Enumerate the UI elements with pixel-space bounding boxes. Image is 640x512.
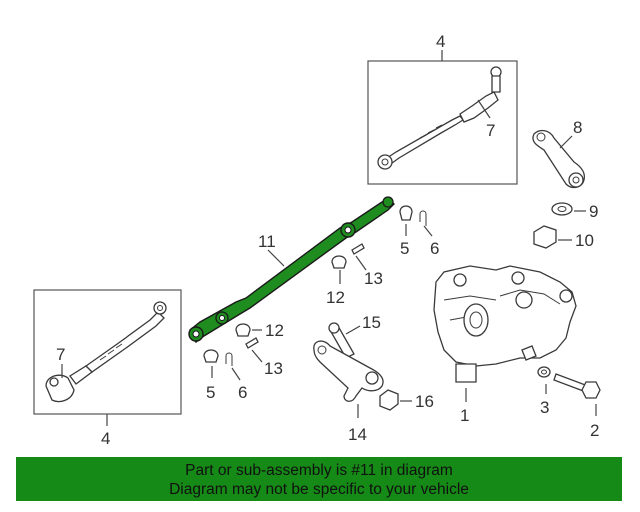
callout-7-top: 7 [486,121,495,140]
callout-15: 15 [362,313,381,332]
callout-8: 8 [573,118,582,137]
callout-7-left: 7 [56,345,65,364]
lower-hardware: 12 13 5 6 [203,321,284,402]
callout-2: 2 [590,421,599,440]
callout-3: 3 [540,398,549,417]
banner-line-1: Part or sub-assembly is #11 in diagram [185,462,453,479]
idler-arm-group: 8 9 10 [532,118,598,250]
callout-12-bottom: 12 [265,321,284,340]
tie-rod-inset-top: 4 7 [367,32,518,185]
steering-gear-group: 1 3 2 [433,265,601,440]
callout-10: 10 [575,231,594,250]
notice-banner: Part or sub-assembly is #11 in diagram D… [16,457,622,501]
upper-hardware: 5 6 13 12 [326,205,439,307]
pitman-arm-group: 15 14 16 [313,313,434,444]
tie-rod-inset-bottom: 4 7 [33,289,182,448]
callout-12-top: 12 [326,288,345,307]
callout-6-top: 6 [430,239,439,258]
parts-diagram: 4 7 8 9 10 11 [33,32,601,448]
callout-13-bottom: 13 [264,359,283,378]
callout-9: 9 [589,202,598,221]
callout-1: 1 [460,406,469,425]
callout-14: 14 [348,425,367,444]
banner-line-2: Diagram may not be specific to your vehi… [169,481,469,498]
callout-4-bottom: 4 [101,429,110,448]
callout-13-top: 13 [364,269,383,288]
callout-6-bottom: 6 [238,383,247,402]
callout-16: 16 [415,392,434,411]
callout-11: 11 [258,232,276,251]
callout-4-top: 4 [436,32,445,51]
callout-5-bottom: 5 [206,383,215,402]
callout-5-top: 5 [400,239,409,258]
center-link-highlighted: 11 [188,196,395,344]
